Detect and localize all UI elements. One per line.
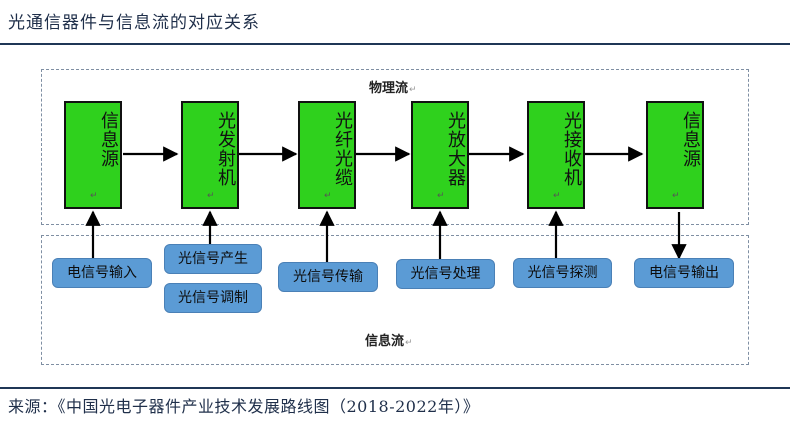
signal-optical-detection: 光信号探测: [513, 258, 612, 288]
signal-electrical-input: 电信号输入: [52, 258, 152, 288]
component-optical-amplifier: 光放大器 ↵: [411, 101, 469, 209]
top-divider: [0, 43, 790, 45]
source-caption: 来源：《中国光电子器件产业技术发展路线图（2018-2022年）》: [8, 397, 480, 416]
info-flow-region: [41, 235, 749, 365]
component-info-source-left: 信息源 ↵: [64, 101, 122, 209]
signal-optical-modulation: 光信号调制: [164, 283, 262, 313]
component-optical-transmitter: 光发射机 ↵: [181, 101, 239, 209]
component-optical-fiber-cable: 光纤光缆 ↵: [298, 101, 356, 209]
physical-flow-label: 物理流↵: [369, 81, 417, 96]
signal-electrical-output: 电信号输出: [634, 258, 734, 288]
signal-optical-transmission: 光信号传输: [278, 262, 378, 292]
physical-flow-region: [41, 69, 749, 225]
page-title: 光通信器件与信息流的对应关系: [8, 13, 260, 33]
info-flow-label: 信息流↵: [365, 334, 413, 349]
component-optical-receiver: 光接收机 ↵: [527, 101, 585, 209]
component-info-source-right: 信息源 ↵: [646, 101, 704, 209]
bottom-divider: [0, 387, 790, 389]
signal-optical-processing: 光信号处理: [396, 259, 495, 289]
signal-optical-generation: 光信号产生: [164, 244, 262, 274]
